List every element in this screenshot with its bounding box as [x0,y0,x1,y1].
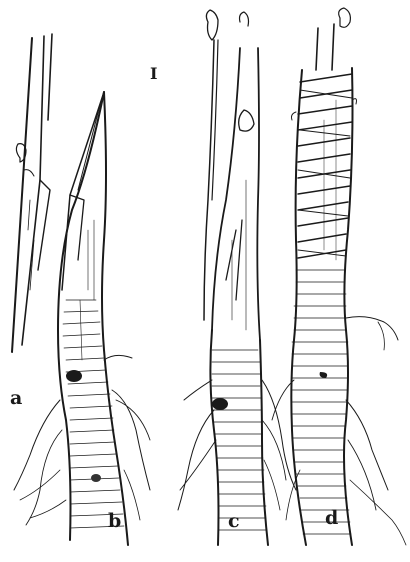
bound-graft-d [272,8,406,545]
figure-label-i: I [150,66,157,82]
figure-label-a: a [10,389,22,408]
graft-c [178,10,296,545]
figure-label-c: c [228,512,240,531]
figure-label-d: d [325,509,338,528]
rootstock-b [14,92,150,545]
figure-label-b: b [108,512,121,531]
scion-twig-a [12,34,52,352]
